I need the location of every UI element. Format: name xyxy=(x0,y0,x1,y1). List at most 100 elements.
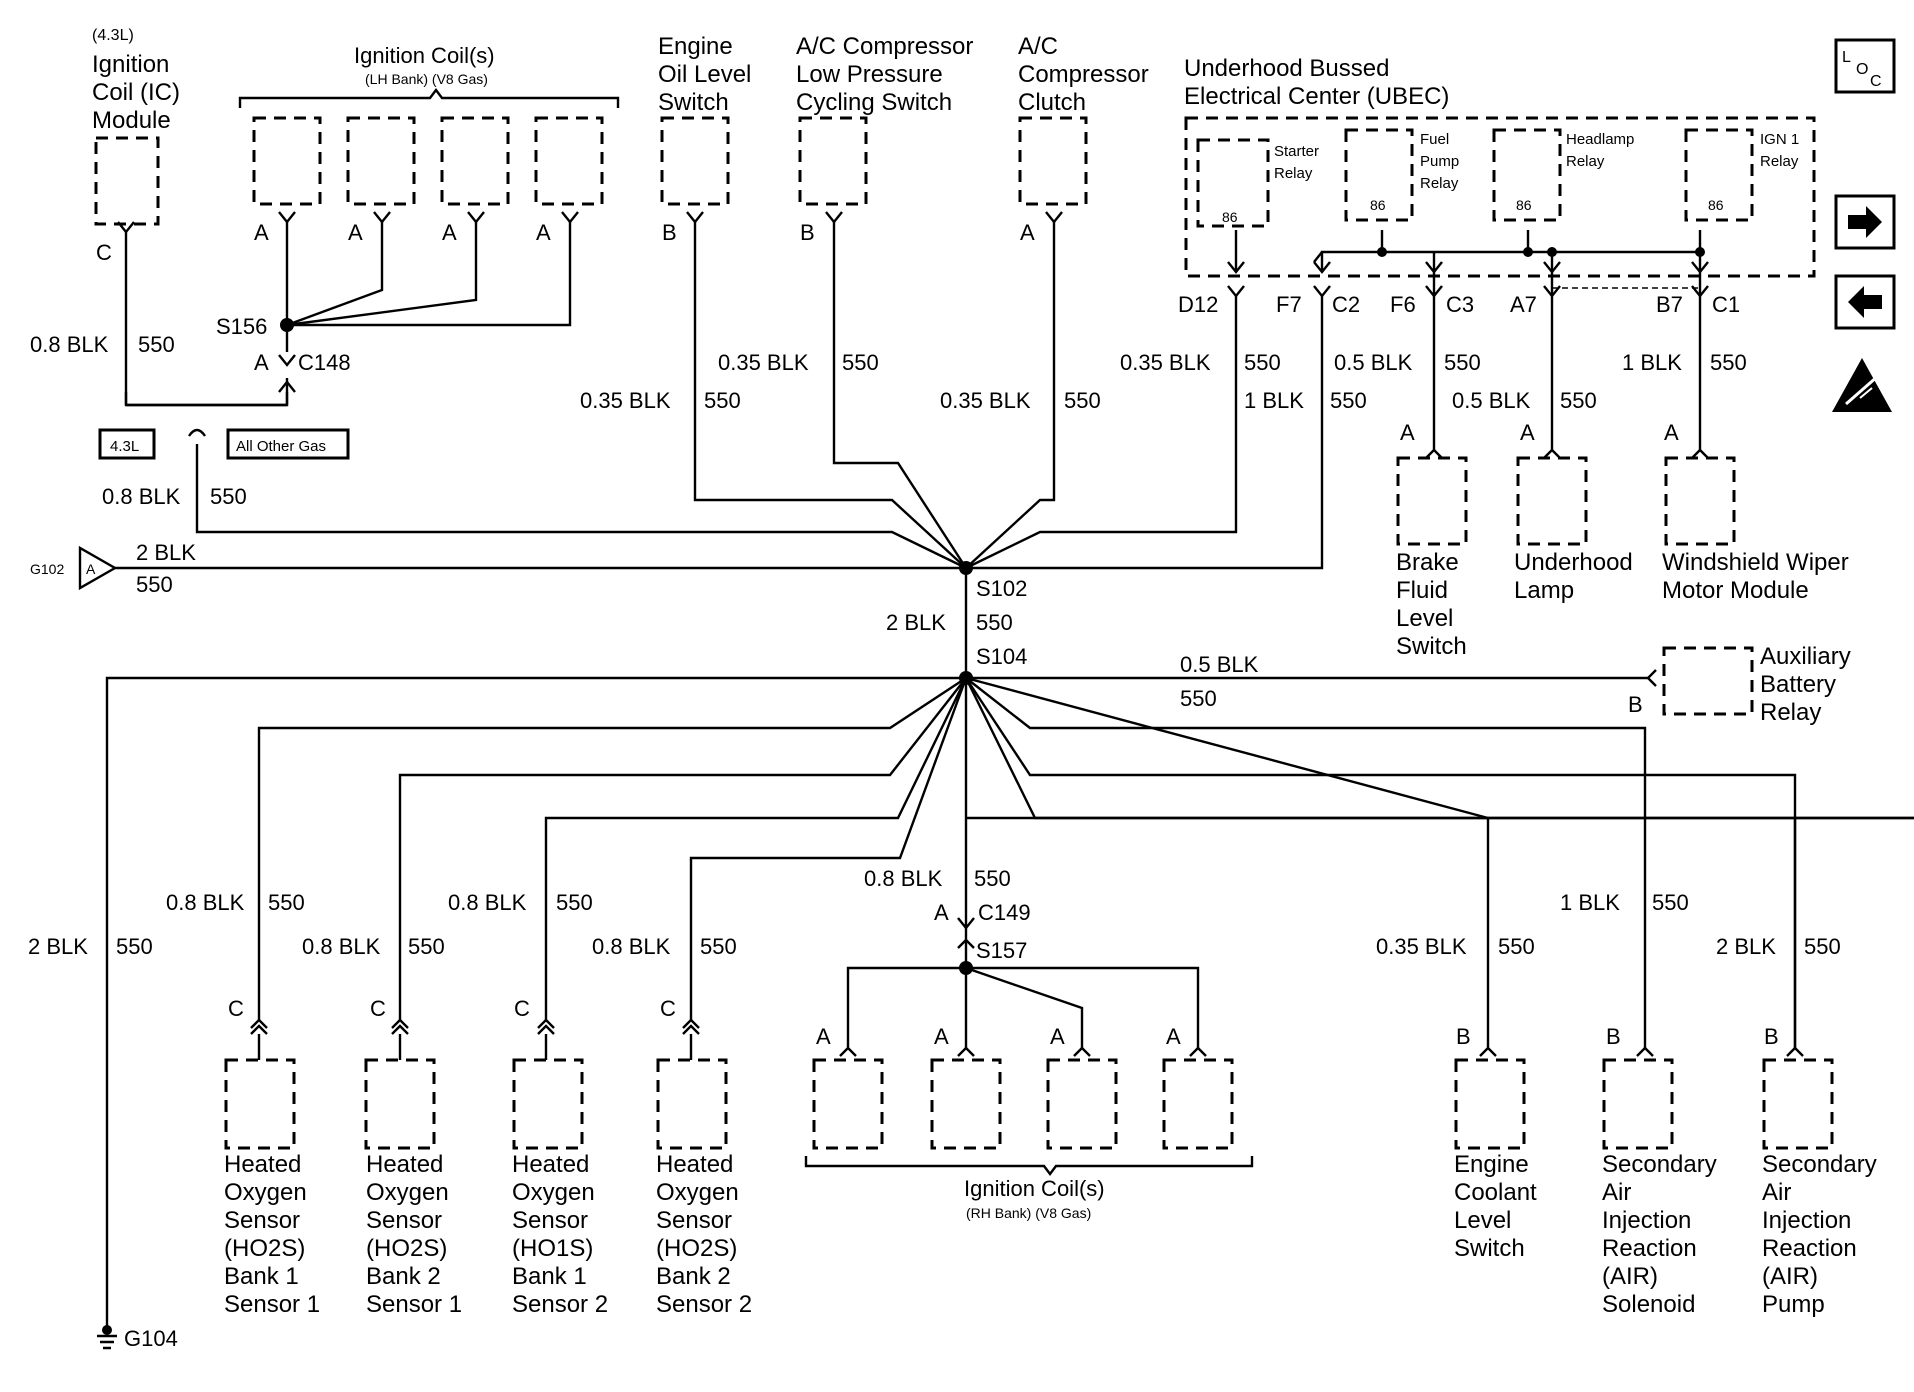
connector-icon xyxy=(117,221,135,234)
c148-pin: A xyxy=(254,350,269,375)
svg-text:L: L xyxy=(1842,49,1851,66)
svg-text:Switch: Switch xyxy=(658,89,729,116)
svg-text:Cycling Switch: Cycling Switch xyxy=(796,89,952,116)
engine-oil-level-switch: Engine Oil Level Switch B 0.35 BLK 550 xyxy=(580,33,751,413)
svg-text:86: 86 xyxy=(1370,197,1386,213)
svg-text:A7: A7 xyxy=(1510,292,1537,317)
svg-text:Switch: Switch xyxy=(1396,633,1467,660)
svg-text:Motor Module: Motor Module xyxy=(1662,577,1809,604)
svg-text:Heated: Heated xyxy=(656,1151,733,1178)
svg-text:B7: B7 xyxy=(1656,292,1683,317)
svg-text:Switch: Switch xyxy=(1454,1235,1525,1262)
svg-text:Level: Level xyxy=(1454,1207,1511,1234)
svg-text:A: A xyxy=(1400,420,1415,445)
svg-text:F6: F6 xyxy=(1390,292,1416,317)
ic-wire-label: 0.8 BLK xyxy=(30,332,109,357)
splice-dots xyxy=(280,247,1705,975)
svg-text:Heated: Heated xyxy=(366,1151,443,1178)
svg-text:(HO2S): (HO2S) xyxy=(366,1235,447,1262)
svg-text:Sensor: Sensor xyxy=(366,1207,442,1234)
ic-module-box xyxy=(94,136,160,226)
ic-engine-label: (4.3L) xyxy=(92,27,134,44)
svg-text:550: 550 xyxy=(556,890,593,915)
arrow-left-icon[interactable] xyxy=(1834,274,1896,330)
svg-text:B: B xyxy=(662,220,677,245)
air-pump: 2 BLK 550 B Secondary Air Injection Reac… xyxy=(1716,934,1877,1318)
svg-text:(AIR): (AIR) xyxy=(1762,1263,1818,1290)
svg-text:Starter: Starter xyxy=(1274,143,1319,160)
svg-text:550: 550 xyxy=(704,388,741,413)
svg-text:S104: S104 xyxy=(976,644,1027,669)
svg-text:0.8 BLK: 0.8 BLK xyxy=(864,866,943,891)
ground-icon xyxy=(97,1334,117,1350)
svg-text:B: B xyxy=(1606,1024,1621,1049)
svg-text:1 BLK: 1 BLK xyxy=(1244,388,1304,413)
option-other-gas: All Other Gas xyxy=(236,438,326,455)
svg-text:(HO2S): (HO2S) xyxy=(224,1235,305,1262)
svg-text:550: 550 xyxy=(1804,934,1841,959)
svg-text:O: O xyxy=(1856,61,1868,78)
svg-text:Low Pressure: Low Pressure xyxy=(796,61,943,88)
svg-text:Coolant: Coolant xyxy=(1454,1179,1537,1206)
svg-text:550: 550 xyxy=(1444,350,1481,375)
lh-coil-wiring xyxy=(124,222,572,407)
svg-text:(HO1S): (HO1S) xyxy=(512,1235,593,1262)
svg-text:S157: S157 xyxy=(976,938,1027,963)
underhood-lamp: A Underhood Lamp xyxy=(1514,420,1633,604)
svg-text:D12: D12 xyxy=(1178,292,1218,317)
svg-text:Underhood: Underhood xyxy=(1514,549,1633,576)
arrow-right-icon[interactable] xyxy=(1834,194,1896,250)
opt-wire-label: 0.8 BLK xyxy=(102,484,181,509)
svg-text:Relay: Relay xyxy=(1760,153,1799,170)
g102-wire: 2 BLK xyxy=(136,540,196,565)
svg-text:Lamp: Lamp xyxy=(1514,577,1574,604)
svg-text:C: C xyxy=(660,996,676,1021)
svg-text:Air: Air xyxy=(1602,1179,1631,1206)
s156-label: S156 xyxy=(216,314,267,339)
svg-text:Bank 2: Bank 2 xyxy=(366,1263,441,1290)
svg-text:2 BLK: 2 BLK xyxy=(28,934,88,959)
lh-coil-4-pin: A xyxy=(536,220,551,245)
center-splice-labels: S102 2 BLK 550 S104 xyxy=(886,576,1027,669)
svg-text:0.35 BLK: 0.35 BLK xyxy=(580,388,671,413)
svg-text:Engine: Engine xyxy=(1454,1151,1529,1178)
svg-text:Solenoid: Solenoid xyxy=(1602,1291,1695,1318)
g102-pin: A xyxy=(86,561,96,577)
svg-text:550: 550 xyxy=(1244,350,1281,375)
svg-text:Fluid: Fluid xyxy=(1396,577,1448,604)
svg-text:Brake: Brake xyxy=(1396,549,1459,576)
ic-line-3: Module xyxy=(92,107,171,134)
air-solenoid: 1 BLK 550 B Secondary Air Injection Reac… xyxy=(1560,890,1717,1318)
svg-text:Secondary: Secondary xyxy=(1762,1151,1877,1178)
svg-text:Injection: Injection xyxy=(1602,1207,1691,1234)
svg-text:A: A xyxy=(1166,1024,1181,1049)
svg-text:A: A xyxy=(816,1024,831,1049)
svg-text:Oil Level: Oil Level xyxy=(658,61,751,88)
s102-dot xyxy=(959,561,973,575)
svg-text:Relay: Relay xyxy=(1760,699,1821,726)
svg-text:B: B xyxy=(1628,692,1643,717)
svg-text:B: B xyxy=(1764,1024,1779,1049)
ho2s-bank1-sensor1: 0.8 BLK 550 C Heated Oxygen Sensor (HO2S… xyxy=(166,890,320,1318)
s156-dot xyxy=(280,318,294,332)
svg-text:G104: G104 xyxy=(124,1326,178,1351)
rh-ignition-coils: 0.8 BLK 550 A C149 S157 A A A A Ignition… xyxy=(804,866,1254,1221)
lh-coils-title: Ignition Coil(s) xyxy=(354,43,495,68)
svg-text:550: 550 xyxy=(700,934,737,959)
svg-text:550: 550 xyxy=(1180,686,1217,711)
svg-text:0.8 BLK: 0.8 BLK xyxy=(448,890,527,915)
svg-text:550: 550 xyxy=(116,934,153,959)
svg-text:Oxygen: Oxygen xyxy=(224,1179,307,1206)
s157-dot xyxy=(959,961,973,975)
svg-text:Injection: Injection xyxy=(1762,1207,1851,1234)
lh-coil-1-pin: A xyxy=(254,220,269,245)
ubec-title-2: Electrical Center (UBEC) xyxy=(1184,83,1449,110)
svg-text:550: 550 xyxy=(1560,388,1597,413)
svg-text:550: 550 xyxy=(974,866,1011,891)
ic-pin: C xyxy=(96,240,112,265)
ho2s-bank2-sensor2: 0.8 BLK 550 C Heated Oxygen Sensor (HO2S… xyxy=(592,934,752,1318)
loc-button[interactable]: L O C xyxy=(1834,38,1896,94)
engine-coolant-level-switch: 0.35 BLK 550 B Engine Coolant Level Swit… xyxy=(1376,934,1537,1262)
svg-text:(HO2S): (HO2S) xyxy=(656,1235,737,1262)
